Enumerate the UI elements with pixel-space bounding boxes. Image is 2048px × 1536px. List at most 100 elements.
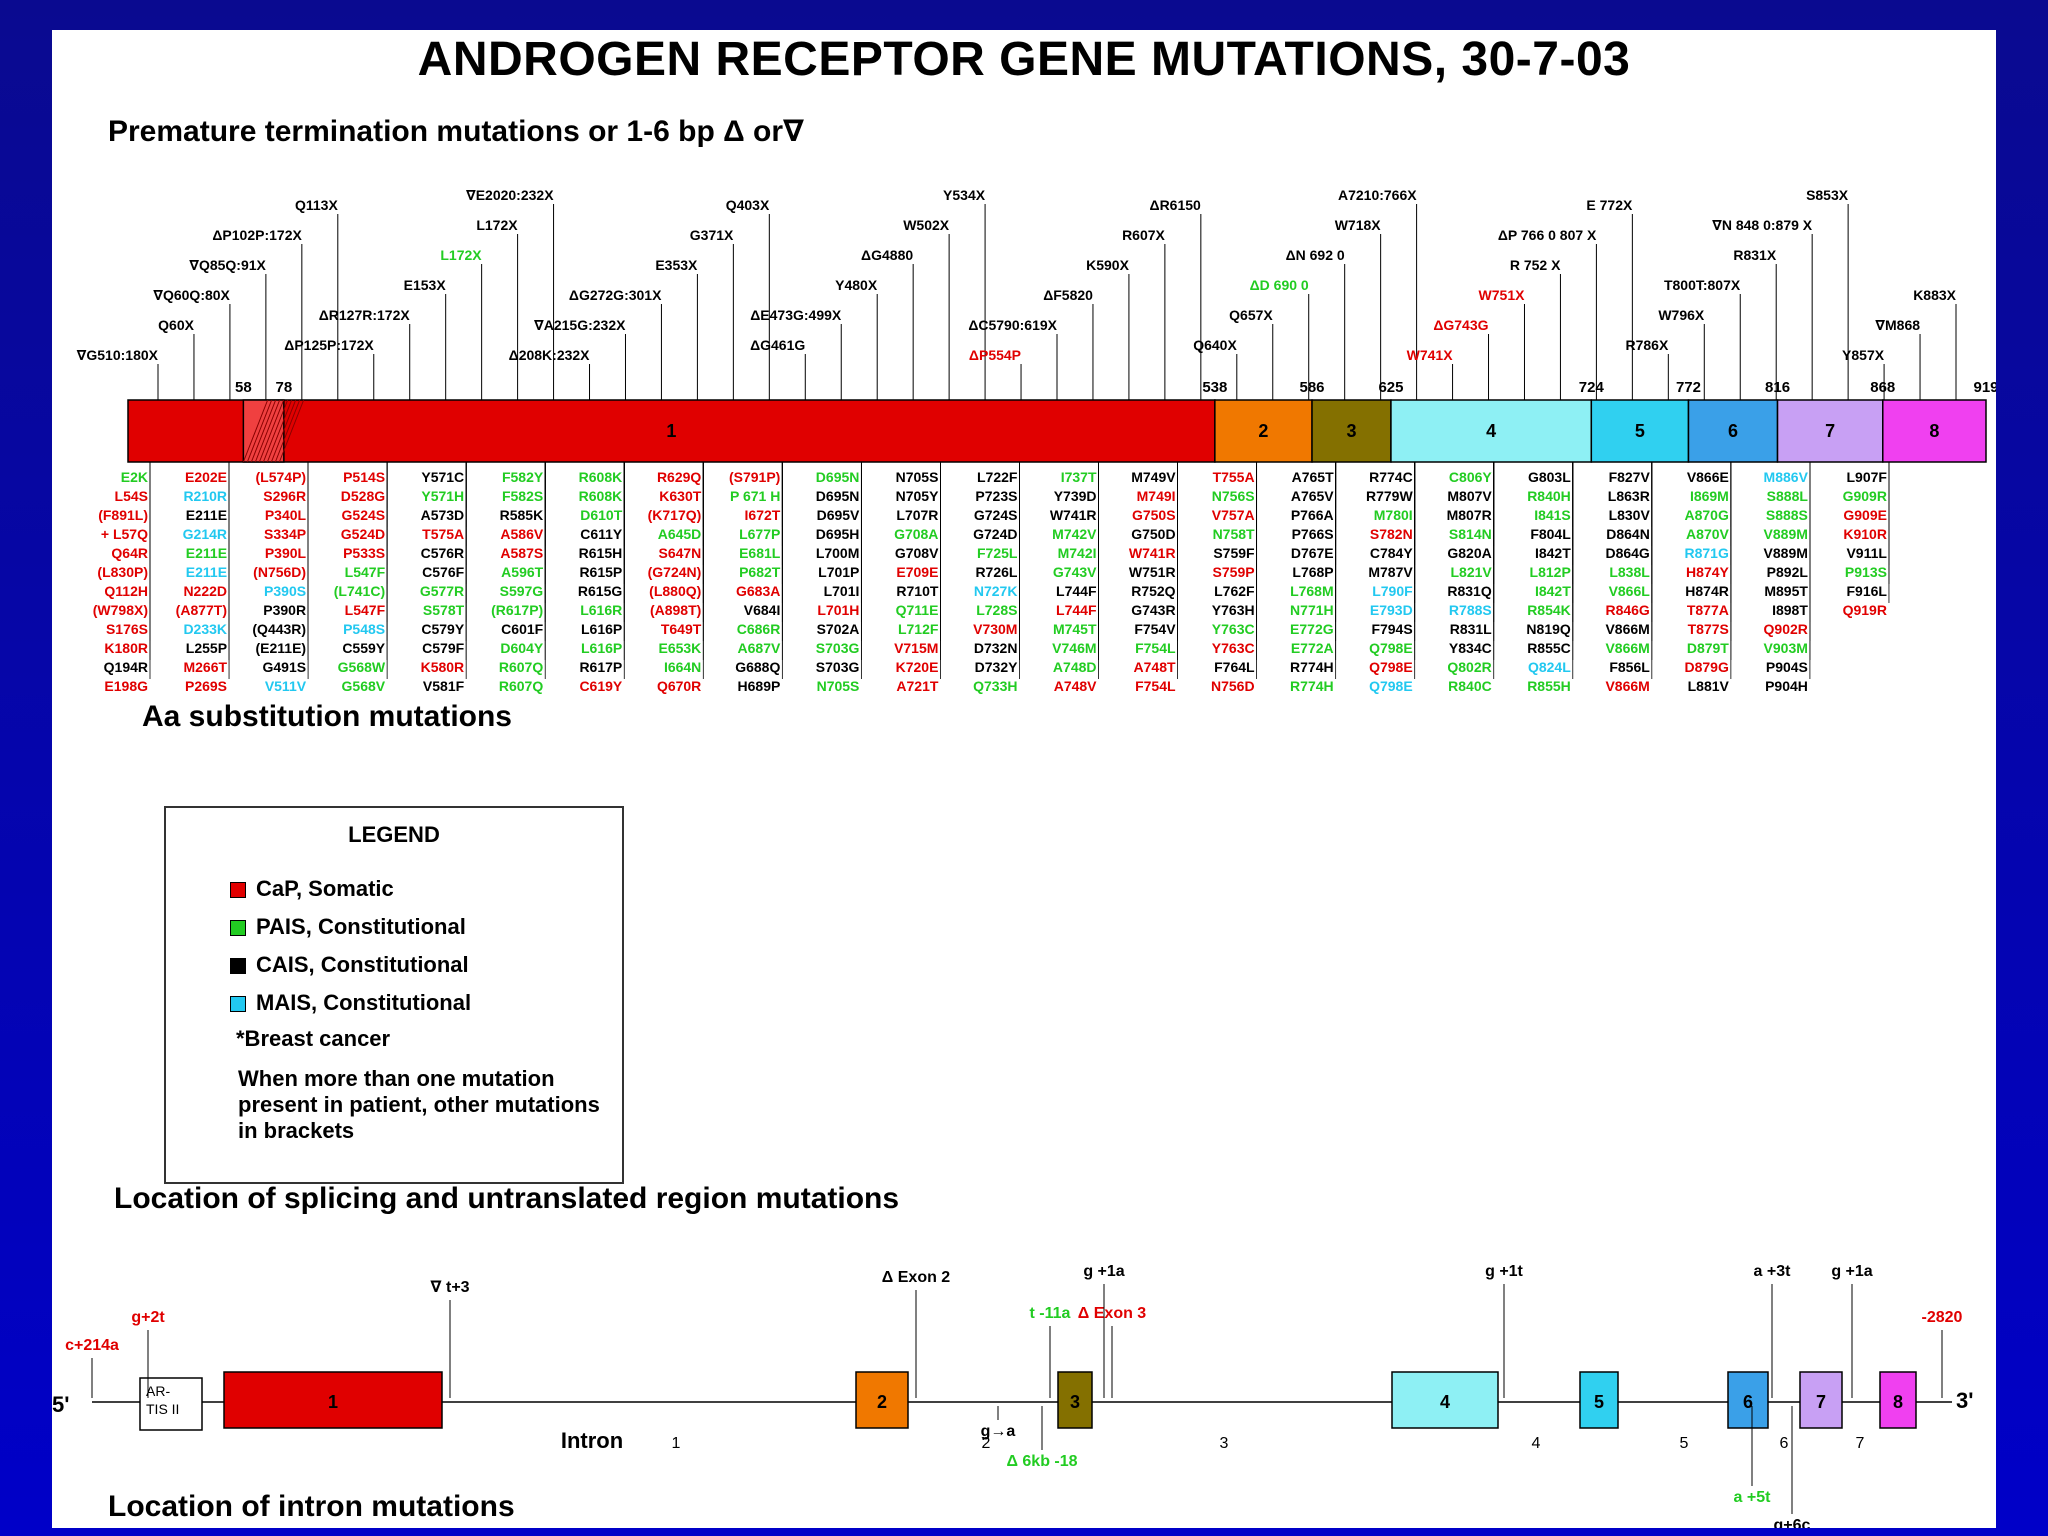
exon-2 (1214, 399, 1313, 463)
bottom-mutation-label: L744F (1056, 583, 1097, 599)
legend-item-cap: CaP, Somatic (256, 876, 394, 901)
bottom-mutation-label: M886V (1764, 469, 1809, 485)
bottom-mutation-label: D767E (1291, 545, 1334, 561)
bottom-mutation-label: L821V (1450, 564, 1492, 580)
bottom-mutation-label: A748D (1053, 659, 1097, 675)
bottom-mutation-label: P892L (1767, 564, 1809, 580)
intron-heading: Location of intron mutations (108, 1490, 515, 1523)
bottom-mutation-label: V889M (1764, 526, 1808, 542)
top-mutation-label: K590X (1086, 257, 1129, 273)
bottom-mutation-label: R585K (500, 507, 544, 523)
bottom-mutation-label: R608K (579, 488, 623, 504)
top-mutation-label: ΔC5790:619X (968, 317, 1057, 333)
intron-mutation-label: g +1t (1485, 1263, 1523, 1280)
intron-mutation-label: Δ 6kb -18 (1006, 1453, 1077, 1470)
bottom-mutation-label: E202E (185, 469, 227, 485)
top-mutation-label: Q640X (1193, 337, 1237, 353)
bottom-mutation-label: G820A (1447, 545, 1491, 561)
bottom-mutation-label: L616R (580, 602, 622, 618)
top-mutation-label: ΔR6150 (1150, 197, 1202, 213)
bottom-mutation-label: Q798E (1369, 678, 1413, 694)
bottom-mutation-label: Q733H (973, 678, 1017, 694)
bottom-mutation-label: P913S (1845, 564, 1887, 580)
bottom-mutation-label: V889M (1764, 545, 1808, 561)
intron-label: Intron (561, 1428, 623, 1453)
bottom-mutation-label: E198G (104, 678, 148, 694)
bottom-mutation-label: D528G (341, 488, 385, 504)
bottom-mutation-label: M742I (1058, 545, 1097, 561)
exon-label-1: 1 (666, 421, 676, 441)
exon-3 (1311, 399, 1392, 463)
bottom-mutation-label: C579Y (421, 621, 464, 637)
hatch-line (278, 399, 305, 463)
bottom-mutation-label: A587S (500, 545, 543, 561)
bottom-mutation-label: P548S (343, 621, 385, 637)
bottom-mutation-label: F725L (977, 545, 1018, 561)
intron-exon-label-5: 5 (1594, 1392, 1604, 1412)
bottom-mutation-label: T575A (422, 526, 464, 542)
bottom-mutation-label: L701P (818, 564, 859, 580)
bottom-mutation-label: Q798E (1369, 659, 1413, 675)
artis-label: TIS II (146, 1401, 179, 1417)
bottom-mutation-label: V730M (973, 621, 1017, 637)
premature-heading: Premature termination mutations or 1-6 b… (108, 115, 804, 148)
bottom-mutation-label: G568W (338, 659, 386, 675)
bottom-mutation-label: R710T (896, 583, 938, 599)
bottom-mutation-label: M787V (1368, 564, 1413, 580)
bottom-mutation-label: S647N (658, 545, 701, 561)
bottom-mutation-label: (W798X) (93, 602, 148, 618)
bottom-mutation-label: S759F (1213, 545, 1255, 561)
top-mutation-label: ∇M868 (1875, 317, 1920, 333)
bottom-mutation-label: L616P (581, 621, 622, 637)
bottom-mutation-label: N758T (1213, 526, 1255, 542)
bottom-mutation-label: A748V (1054, 678, 1097, 694)
bottom-mutation-label: D879G (1685, 659, 1729, 675)
bottom-mutation-label: G750D (1131, 526, 1175, 542)
bottom-mutation-label: D604Y (500, 640, 543, 656)
top-mutation-label: ΔP102P:172X (212, 227, 302, 243)
bottom-mutation-label: R855C (1527, 640, 1571, 656)
bottom-mutation-label: Q64R (111, 545, 148, 561)
bottom-mutation-label: R774H (1290, 678, 1334, 694)
bottom-mutation-label: N222D (183, 583, 227, 599)
bottom-mutation-label: N705S (896, 469, 939, 485)
intron-mutation-label: g+6c (1774, 1517, 1811, 1528)
bottom-mutation-label: L707R (896, 507, 938, 523)
bottom-mutation-label: (K717Q) (648, 507, 702, 523)
bottom-mutation-label: (A877T) (176, 602, 227, 618)
bottom-mutation-label: A765V (1291, 488, 1334, 504)
intron-exon-1 (223, 1371, 443, 1429)
legend-item-pais: PAIS, Constitutional (256, 914, 466, 939)
bottom-mutation-label: P340L (265, 507, 307, 523)
top-mutation-label: E153X (404, 277, 447, 293)
top-mutation-label: G371X (690, 227, 734, 243)
bottom-mutation-label: C576F (422, 564, 464, 580)
bottom-mutation-label: A721T (896, 678, 938, 694)
bottom-mutation-label: G214R (183, 526, 227, 542)
boundary-label-868: 868 (1870, 379, 1895, 396)
legend-item-cais: CAIS, Constitutional (256, 952, 469, 977)
bottom-mutation-label: G708V (895, 545, 939, 561)
bottom-mutation-label: P904S (1766, 659, 1808, 675)
intron-mutation-label: t -11a (1030, 1305, 1071, 1322)
bottom-mutation-label: S703G (816, 640, 860, 656)
bottom-mutation-label: C806Y (1449, 469, 1492, 485)
bottom-mutation-label: R607Q (499, 659, 543, 675)
bottom-mutation-label: N705S (817, 678, 860, 694)
top-mutation-label: ∇G510:180X (77, 347, 159, 363)
bottom-mutation-label: P514S (343, 469, 385, 485)
top-mutation-label: L172X (440, 247, 482, 263)
top-mutation-label: ΔR127R:172X (319, 307, 411, 323)
bottom-mutation-label: L677P (739, 526, 780, 542)
bottom-mutation-label: K180R (104, 640, 148, 656)
bottom-mutation-label: T755A (1213, 469, 1255, 485)
exon-4 (1390, 399, 1593, 463)
bottom-mutation-label: R726L (975, 564, 1017, 580)
bottom-mutation-label: Y571H (421, 488, 464, 504)
bottom-mutation-label: M745T (1053, 621, 1097, 637)
bottom-mutation-label: L700M (816, 545, 860, 561)
bottom-mutation-label: C601F (501, 621, 543, 637)
bottom-mutation-label: R210R (183, 488, 227, 504)
top-mutation-label: ΔN 692 0 (1286, 247, 1345, 263)
bottom-mutation-label: R831Q (1447, 583, 1491, 599)
